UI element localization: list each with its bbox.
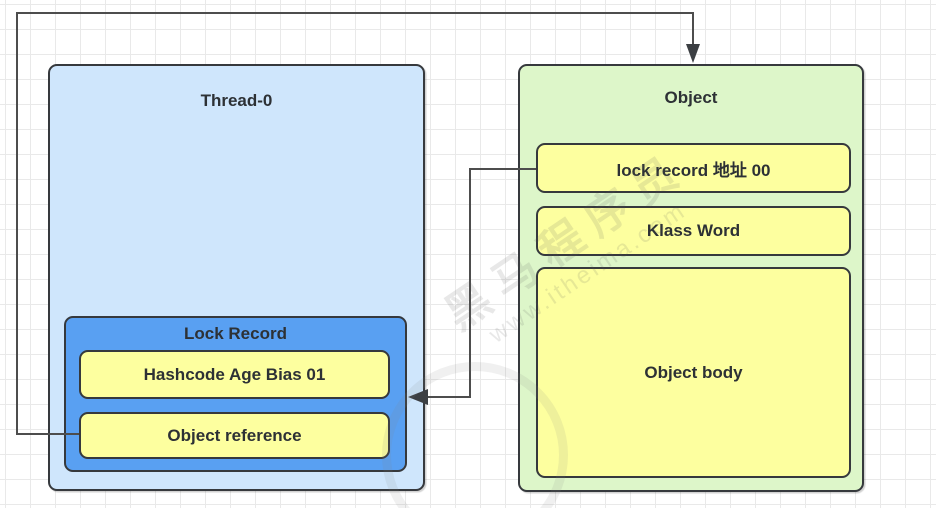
object-body-cell: Object body	[536, 267, 851, 478]
arrowhead-down-icon	[686, 44, 700, 63]
object-reference-cell: Object reference	[79, 412, 390, 459]
hashcode-age-bias-cell: Hashcode Age Bias 01	[79, 350, 390, 399]
lock-record-address-cell: lock record 地址 00	[536, 143, 851, 193]
object-title: Object	[664, 88, 718, 107]
klass-word-cell: Klass Word	[536, 206, 851, 256]
thread-0-title: Thread-0	[200, 91, 273, 110]
lock-record-title: Lock Record	[184, 324, 287, 343]
